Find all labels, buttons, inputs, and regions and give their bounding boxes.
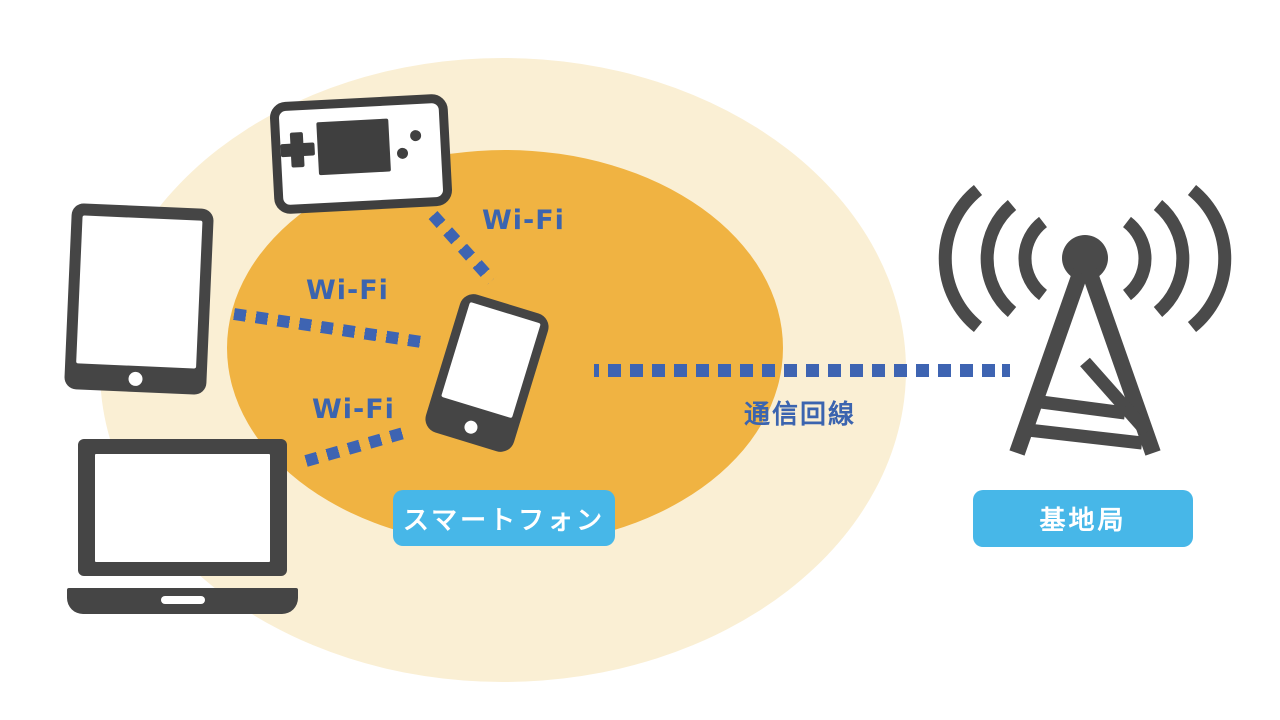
signal-wave-right-middle [1153,200,1190,317]
smartphone-name-plate: スマートフォン [393,490,615,546]
radio-tower-icon [938,184,1232,456]
signal-wave-left-middle [980,200,1017,317]
signal-wave-right-outer [1187,184,1232,333]
laptop-screen [95,454,270,562]
smartphone-home-button [462,418,479,436]
cellular-link-phone-to-tower [594,364,1010,377]
tablet-home-button [128,371,143,387]
tower-left-leg [1009,265,1090,456]
tower-diagonal-brace [1080,357,1152,437]
tower-upper-brace [1040,395,1126,420]
console-button [396,147,409,160]
smartphone-screen [441,301,541,419]
wifi-label-console: Wi-Fi [482,205,565,236]
signal-wave-right-inner [1122,216,1152,301]
game-console-icon [269,93,453,215]
tower-lower-brace [1027,423,1143,450]
console-button [409,129,422,142]
cellular-line-label: 通信回線 [744,400,857,430]
laptop-notch [160,596,205,604]
base-station-name-plate: 基地局 [973,490,1193,547]
tablet-screen [76,215,203,369]
tablet-icon [64,202,214,396]
laptop-icon [78,439,287,576]
laptop-base [67,588,298,614]
wifi-label-laptop: Wi-Fi [312,394,395,425]
wifi-label-tablet: Wi-Fi [306,275,389,306]
signal-wave-left-outer [938,184,983,333]
signal-wave-left-inner [1018,216,1048,301]
console-dpad-icon [289,132,305,168]
console-screen [316,118,391,176]
